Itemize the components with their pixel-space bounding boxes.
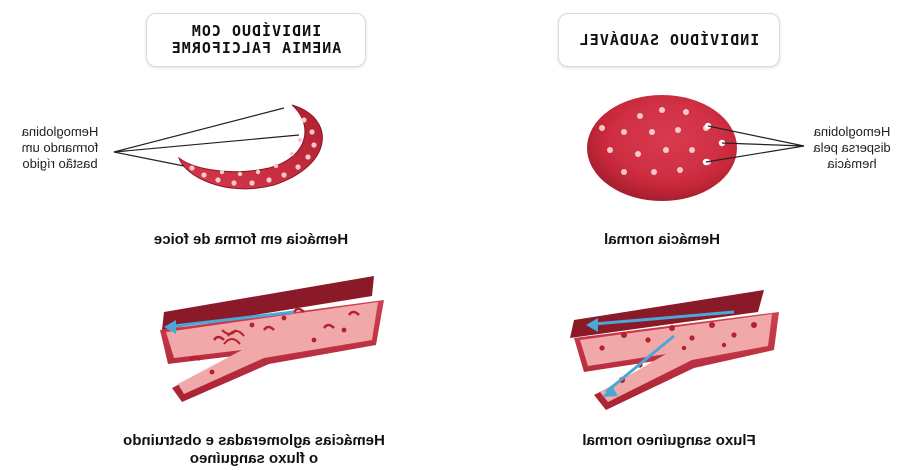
sickle-flow-caption: Hemácias aglomeradas e obstruindo o flux…: [89, 432, 419, 468]
sickle-red-blood-cell: [179, 105, 322, 189]
sickle-cell-caption: Hemácia em forma de foice: [126, 231, 376, 248]
normal-red-blood-cell: [587, 95, 737, 201]
healthy-cell-caption: Hemácia normal: [572, 231, 752, 248]
healthy-flow-caption: Fluxo sanguíneo normal: [554, 432, 784, 449]
sickle-hemoglobin-label: Hemoglobina formando um bastão rígido: [8, 124, 112, 172]
healthy-hemoglobin-label: Hemoglobina dispersa pela hemácia: [804, 124, 900, 172]
sickle-hemoglobin-pointer-lines: [114, 108, 299, 166]
normal-blood-vessel: [570, 290, 779, 410]
obstructed-blood-vessel: [160, 276, 384, 402]
